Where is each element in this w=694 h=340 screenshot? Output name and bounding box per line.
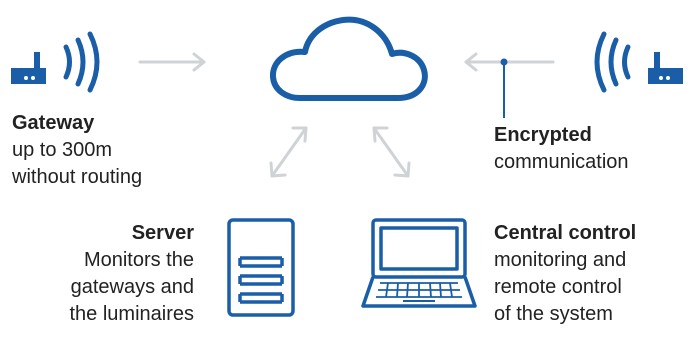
- server-line-3: the luminaires: [69, 303, 194, 325]
- double-arrow-cloud-server: [269, 126, 308, 178]
- arrow-encrypted-to-cloud: [464, 52, 555, 118]
- laptop-icon: [361, 218, 477, 308]
- gateway-label: Gateway up to 300m without routing: [12, 110, 142, 191]
- central-line-3: of the system: [494, 303, 613, 325]
- arrow-gateway-to-cloud: [138, 52, 206, 72]
- encrypted-label: Encrypted communication: [494, 122, 629, 176]
- cloud-icon: [270, 16, 428, 101]
- server-line-2: gateways and: [70, 276, 194, 298]
- central-control-label: Central control monitoring and remote co…: [494, 220, 636, 328]
- gateway-line-2: without routing: [12, 166, 143, 188]
- gateway-title: Gateway: [12, 112, 95, 134]
- server-icon: [227, 218, 295, 317]
- server-line-1: Monitors the: [83, 249, 194, 271]
- gateway-line-1: up to 300m: [12, 139, 113, 161]
- gateway-left-icon: [11, 31, 100, 93]
- central-title: Central control: [494, 222, 637, 244]
- double-arrow-cloud-laptop: [372, 126, 411, 178]
- central-line-1: monitoring and: [494, 249, 627, 271]
- encrypted-line-1: communication: [494, 151, 629, 173]
- gateway-right-icon: [594, 31, 683, 93]
- central-line-2: remote control: [494, 276, 622, 298]
- server-label: Server Monitors the gateways and the lum…: [69, 220, 194, 328]
- encrypted-title: Encrypted: [494, 124, 592, 146]
- server-title: Server: [131, 222, 194, 244]
